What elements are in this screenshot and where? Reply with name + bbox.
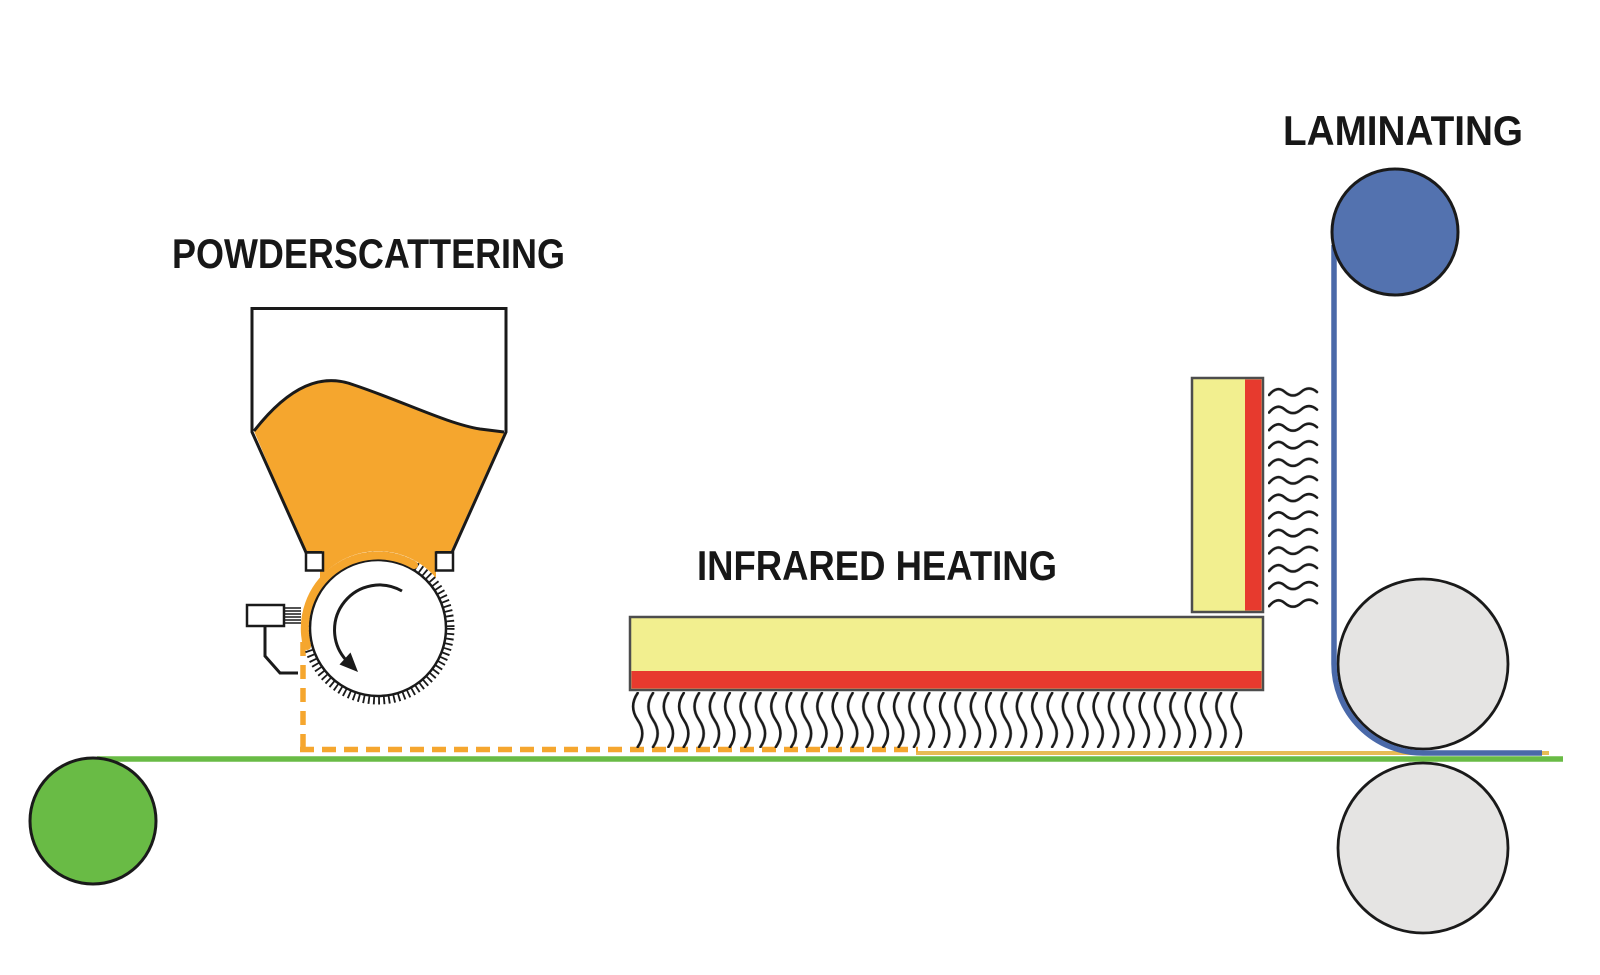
- label-infrared-heating: INFRARED HEATING: [697, 542, 1057, 589]
- substrate-unwind-roll: [28, 756, 158, 886]
- doctor-blade-bristles: [284, 607, 301, 624]
- press-roller-top: [1336, 577, 1510, 751]
- heater-red-element-horizontal: [631, 671, 1262, 689]
- heater-red-element-vertical: [1245, 379, 1262, 611]
- laminating-film-line: [1331, 245, 1542, 756]
- hopper-foot-right: [434, 551, 455, 572]
- powder-fill: [254, 380, 504, 578]
- label-powderscattering: POWDERSCATTERING: [172, 230, 565, 277]
- rotation-arrowhead: [339, 652, 358, 672]
- infrared-heater-vertical: [1190, 376, 1323, 614]
- scatter-roller-body: [308, 558, 448, 698]
- powder-surface-line: [252, 379, 505, 434]
- label-laminating: LAMINATING: [1283, 107, 1523, 154]
- blade-bracket-line: [263, 626, 298, 675]
- heater-outline-vertical: [1190, 376, 1265, 614]
- heater-outline-horizontal: [628, 615, 1265, 692]
- heat-waves-side: [1268, 383, 1323, 612]
- film-unwind-roll: [1330, 167, 1460, 297]
- powder-coating-arc: [300, 551, 418, 650]
- doctor-blade-body: [245, 603, 286, 628]
- heat-waves-bottom: [630, 692, 1243, 748]
- infrared-heater-horizontal: [628, 615, 1265, 748]
- powderscattering-unit: [245, 307, 508, 705]
- roller-rotation-arrow: [333, 583, 403, 661]
- laminating-unit: [1330, 167, 1542, 935]
- hopper-foot-left: [304, 551, 325, 572]
- press-roller-bottom: [1336, 761, 1510, 935]
